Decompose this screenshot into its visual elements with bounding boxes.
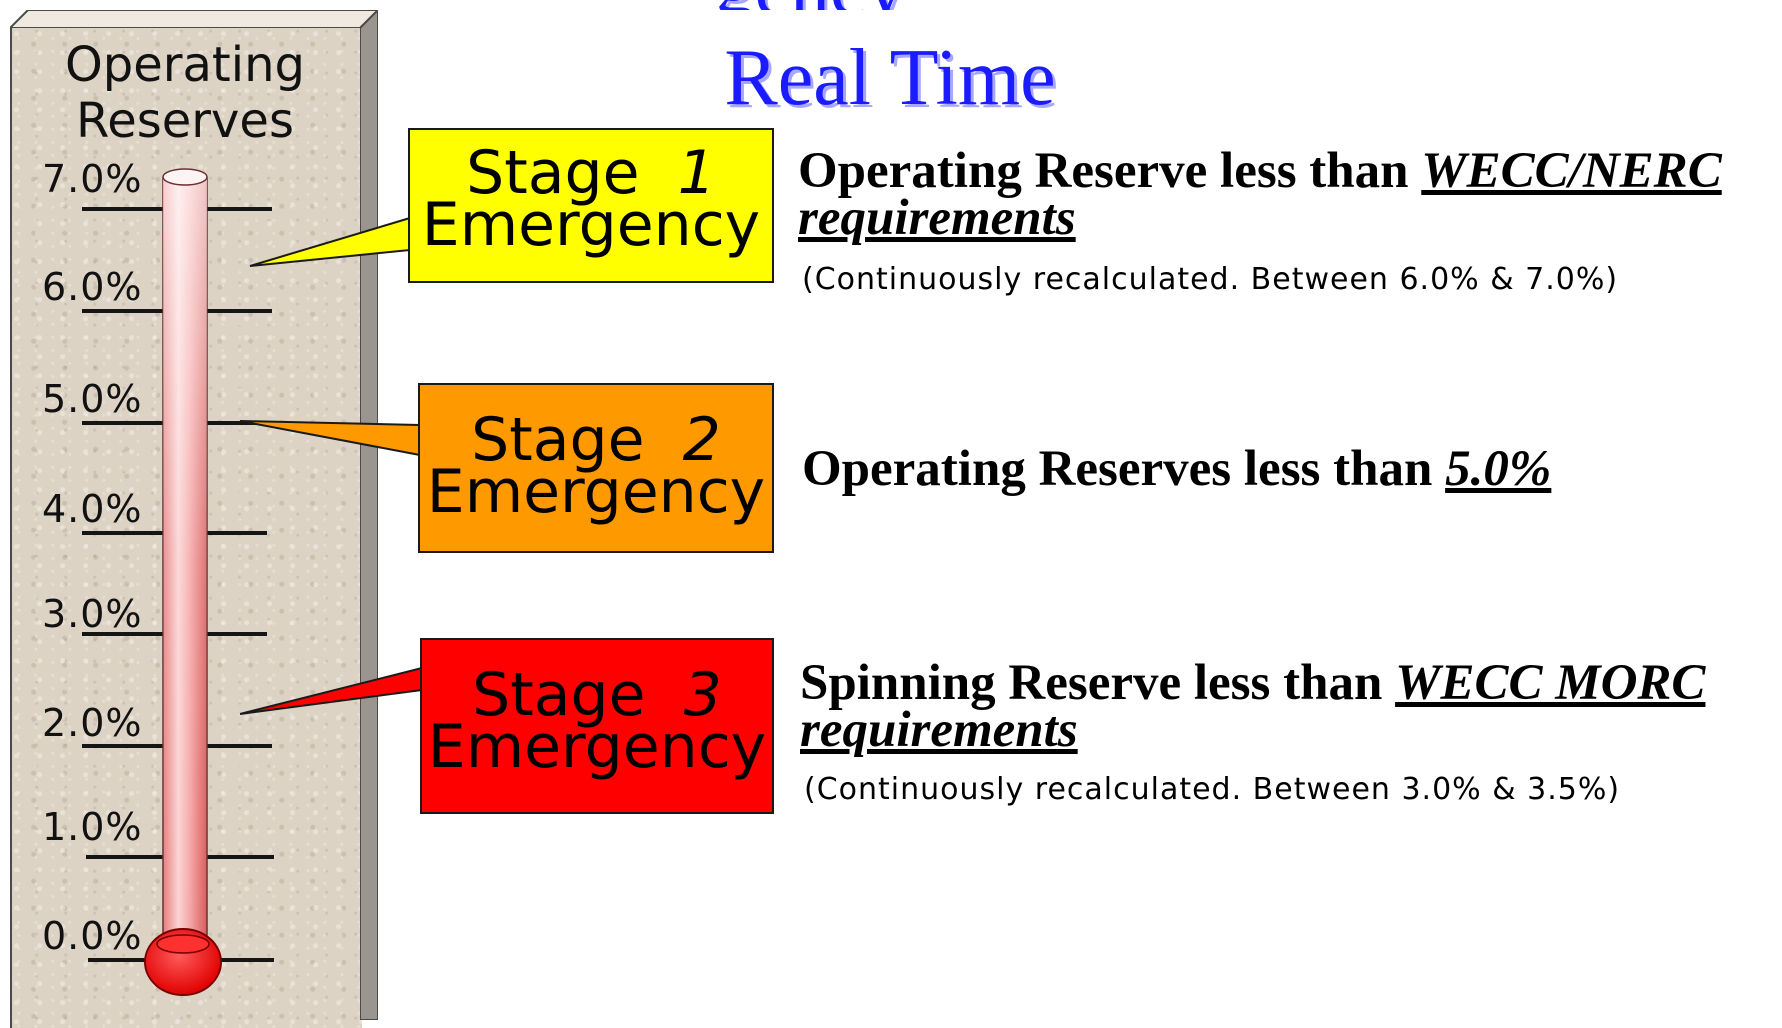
stage-2-word: Stage bbox=[471, 405, 645, 475]
stage-3-description: Spinning Reserve less than WECC MORC requ… bbox=[800, 658, 1780, 756]
tick-label-3: 3.0% bbox=[42, 592, 143, 636]
board-label-operating: Operating bbox=[65, 37, 305, 93]
stage-1-desc-emphasis-1: WECC/NERC bbox=[1421, 143, 1722, 199]
stage-2-description: Operating Reserves less than 5.0% bbox=[802, 444, 1762, 495]
title-line-1: gency bbox=[640, 0, 980, 10]
stage-1-description: Operating Reserve less than WECC/NERC req… bbox=[798, 146, 1778, 244]
stage-1-note: (Continuously recalculated. Between 6.0%… bbox=[802, 262, 1619, 297]
thermometer-tube-top bbox=[162, 168, 208, 186]
tick-label-2: 2.0% bbox=[42, 701, 143, 745]
stage-2-callout: Stage 2 Emergency bbox=[418, 383, 774, 553]
stage-3-title: Stage 3 bbox=[422, 665, 772, 725]
callout-2-tail bbox=[239, 420, 421, 457]
title-line-2: Real Time bbox=[724, 34, 1056, 122]
stage-2-emergency: Emergency bbox=[426, 456, 766, 527]
tick-label-6: 6.0% bbox=[42, 265, 143, 309]
stage-3-word: Stage bbox=[472, 660, 646, 730]
board-top-bevel bbox=[10, 10, 378, 28]
stage-3-note: (Continuously recalculated. Between 3.0%… bbox=[804, 772, 1621, 807]
title-line-1-cropped: gency bbox=[640, 0, 980, 10]
stage-1-emergency: Emergency bbox=[421, 189, 761, 260]
stage-1-desc-text: Operating Reserve less than bbox=[798, 143, 1422, 199]
stage-2-number: 2 bbox=[682, 405, 721, 475]
stage-1-desc-emphasis-2: requirements bbox=[798, 190, 1076, 246]
stage-2-desc-emphasis: 5.0% bbox=[1445, 441, 1552, 497]
tick-label-7: 7.0% bbox=[42, 157, 143, 201]
stage-3-number: 3 bbox=[683, 660, 722, 730]
tick-label-4: 4.0% bbox=[42, 487, 143, 531]
stage-1-callout: Stage 1 Emergency bbox=[408, 128, 774, 283]
board-side-bevel bbox=[360, 10, 378, 1020]
stage-3-desc-emphasis-2: requirements bbox=[800, 702, 1078, 758]
stage-3-callout: Stage 3 Emergency bbox=[420, 638, 774, 814]
callout-1-tail bbox=[249, 216, 411, 267]
stage-1-word: Stage bbox=[466, 138, 640, 208]
stage-2-desc-text: Operating Reserves less than bbox=[802, 441, 1446, 497]
stage-3-emergency: Emergency bbox=[427, 711, 767, 782]
callout-3-tail bbox=[239, 666, 423, 715]
board-label-reserves: Reserves bbox=[76, 93, 294, 149]
stage-1-number: 1 bbox=[677, 138, 716, 208]
tick-label-1: 1.0% bbox=[42, 805, 143, 849]
stage-2-title: Stage 2 bbox=[420, 410, 772, 470]
tick-label-0: 0.0% bbox=[42, 914, 143, 958]
stage-3-desc-emphasis-1: WECC MORC bbox=[1395, 655, 1706, 711]
stage-3-desc-text: Spinning Reserve less than bbox=[800, 655, 1396, 711]
stage-1-title: Stage 1 bbox=[410, 143, 772, 203]
tick-label-5: 5.0% bbox=[42, 377, 143, 421]
